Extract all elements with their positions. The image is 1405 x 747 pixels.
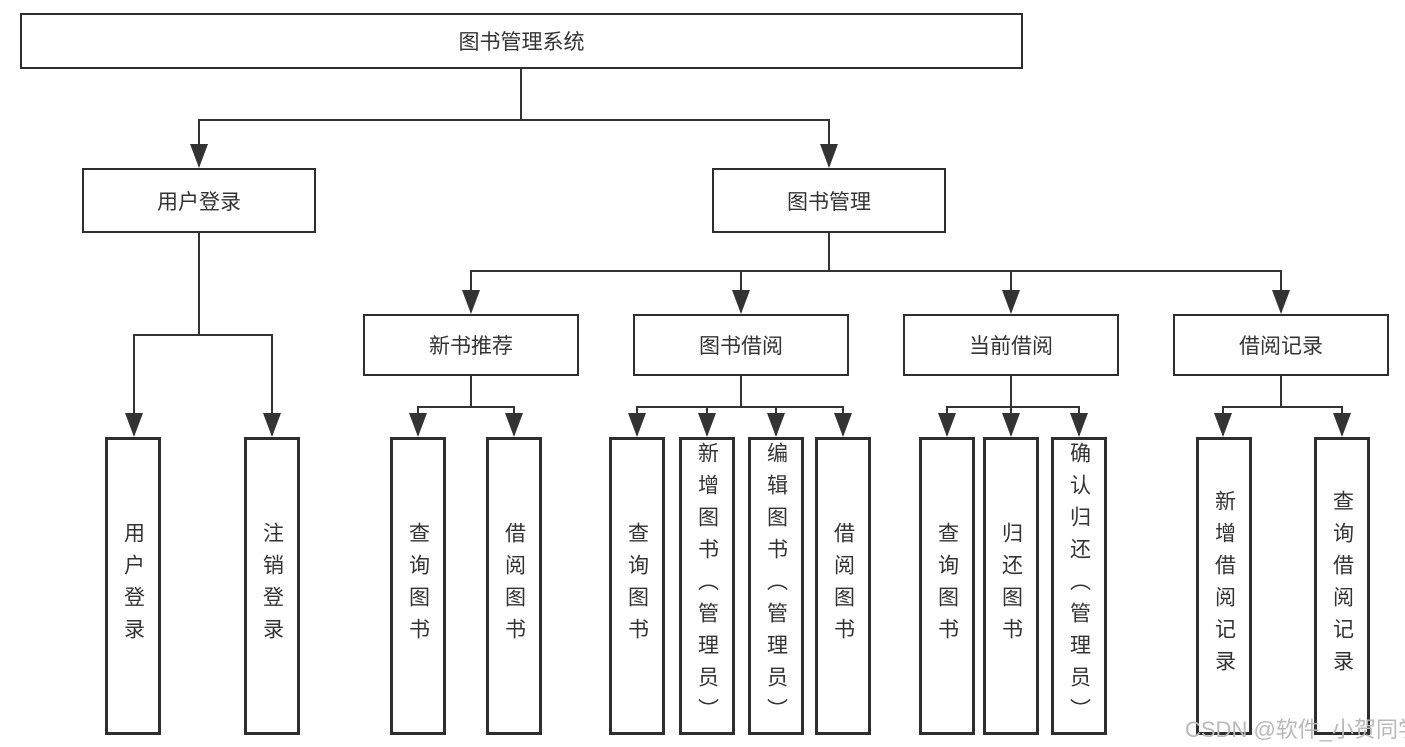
csdn-watermark: CSDN @软件_小贺同学 <box>1185 717 1405 742</box>
node-label: 当前借阅 <box>969 335 1053 358</box>
leaf-edit-book-admin: 编辑图书（管理员） <box>748 437 804 735</box>
arrow-down-icon <box>767 413 785 437</box>
arrow-down-icon <box>462 290 480 314</box>
leaf-confirm-return-admin: 确认归还（管理员） <box>1051 437 1107 735</box>
leaf-borrow-books-borrowing: 借阅图书 <box>815 437 871 735</box>
connector-book-management-bar <box>470 270 1282 272</box>
connector-current-stem <box>1010 376 1012 407</box>
connector-user-login-stem <box>198 232 200 335</box>
arrow-down-icon <box>125 413 143 437</box>
node-label: 图书借阅 <box>699 335 783 358</box>
node-label: 图书管理 <box>787 190 871 214</box>
leaf-label: 归还图书 <box>999 522 1023 650</box>
arrow-down-icon <box>409 413 427 437</box>
arrow-down-icon <box>1002 290 1020 314</box>
arrow-down-icon <box>834 413 852 437</box>
node-book-borrowing: 图书借阅 <box>633 314 849 376</box>
leaf-label: 新增图书（管理员） <box>695 442 719 730</box>
connector-records-stem <box>1280 376 1282 407</box>
leaf-label: 注销登录 <box>260 522 284 650</box>
connector-root-stem <box>520 68 522 120</box>
connector-user-login-bar <box>133 334 273 336</box>
leaf-return-books: 归还图书 <box>983 437 1039 735</box>
connector-borrowing-bar <box>636 406 844 408</box>
connector-borrowing-stem <box>740 376 742 407</box>
leaf-user-login: 用户登录 <box>105 437 161 735</box>
leaf-add-borrow-record: 新增借阅记录 <box>1196 437 1252 735</box>
leaf-label: 查询图书 <box>406 522 430 650</box>
leaf-label: 用户登录 <box>121 522 145 650</box>
leaf-borrow-books-recommend: 借阅图书 <box>486 437 542 735</box>
connector-records-bar <box>1222 406 1343 408</box>
connector-book-management-stem <box>828 232 830 272</box>
node-user-login: 用户登录 <box>82 168 316 233</box>
node-current-borrowing: 当前借阅 <box>903 314 1119 376</box>
node-label: 用户登录 <box>157 190 241 214</box>
connector-to-leaf-logout <box>271 334 273 435</box>
leaf-label: 借阅图书 <box>502 522 526 650</box>
node-library-management-system: 图书管理系统 <box>20 13 1023 69</box>
connector-root-to-user-login <box>198 119 200 166</box>
arrow-down-icon <box>505 413 523 437</box>
arrow-down-icon <box>732 290 750 314</box>
leaf-query-borrow-record: 查询借阅记录 <box>1314 437 1370 735</box>
arrow-down-icon <box>1272 290 1290 314</box>
node-book-management: 图书管理 <box>712 168 946 233</box>
node-label: 新书推荐 <box>429 335 513 358</box>
leaf-logout: 注销登录 <box>244 437 300 735</box>
arrow-down-icon <box>820 144 838 168</box>
leaf-label: 查询借阅记录 <box>1330 490 1354 682</box>
connector-recommend-stem <box>470 376 472 407</box>
arrow-down-icon <box>1333 413 1351 437</box>
leaf-add-book-admin: 新增图书（管理员） <box>679 437 735 735</box>
leaf-label: 查询图书 <box>935 522 959 650</box>
arrow-down-icon <box>190 144 208 168</box>
leaf-label: 确认归还（管理员） <box>1067 442 1091 730</box>
connector-current-bar <box>946 406 1080 408</box>
leaf-query-books-borrowing: 查询图书 <box>609 437 665 735</box>
arrow-down-icon <box>1070 413 1088 437</box>
leaf-query-books-current: 查询图书 <box>919 437 975 735</box>
node-label: 图书管理系统 <box>458 31 585 54</box>
connector-recommend-bar <box>417 406 515 408</box>
connector-to-leaf-user-login <box>133 334 135 435</box>
arrow-down-icon <box>938 413 956 437</box>
node-new-book-recommend: 新书推荐 <box>363 314 579 376</box>
leaf-query-books-recommend: 查询图书 <box>390 437 446 735</box>
arrow-down-icon <box>628 413 646 437</box>
node-borrowing-records: 借阅记录 <box>1173 314 1389 376</box>
arrow-down-icon <box>1002 413 1020 437</box>
arrow-down-icon <box>698 413 716 437</box>
connector-root-to-book-management <box>828 119 830 166</box>
leaf-label: 编辑图书（管理员） <box>764 442 788 730</box>
arrow-down-icon <box>1214 413 1232 437</box>
node-label: 借阅记录 <box>1239 335 1323 358</box>
leaf-label: 新增借阅记录 <box>1212 490 1236 682</box>
arrow-down-icon <box>263 413 281 437</box>
leaf-label: 查询图书 <box>625 522 649 650</box>
connector-root-bar <box>198 119 830 121</box>
leaf-label: 借阅图书 <box>831 522 855 650</box>
